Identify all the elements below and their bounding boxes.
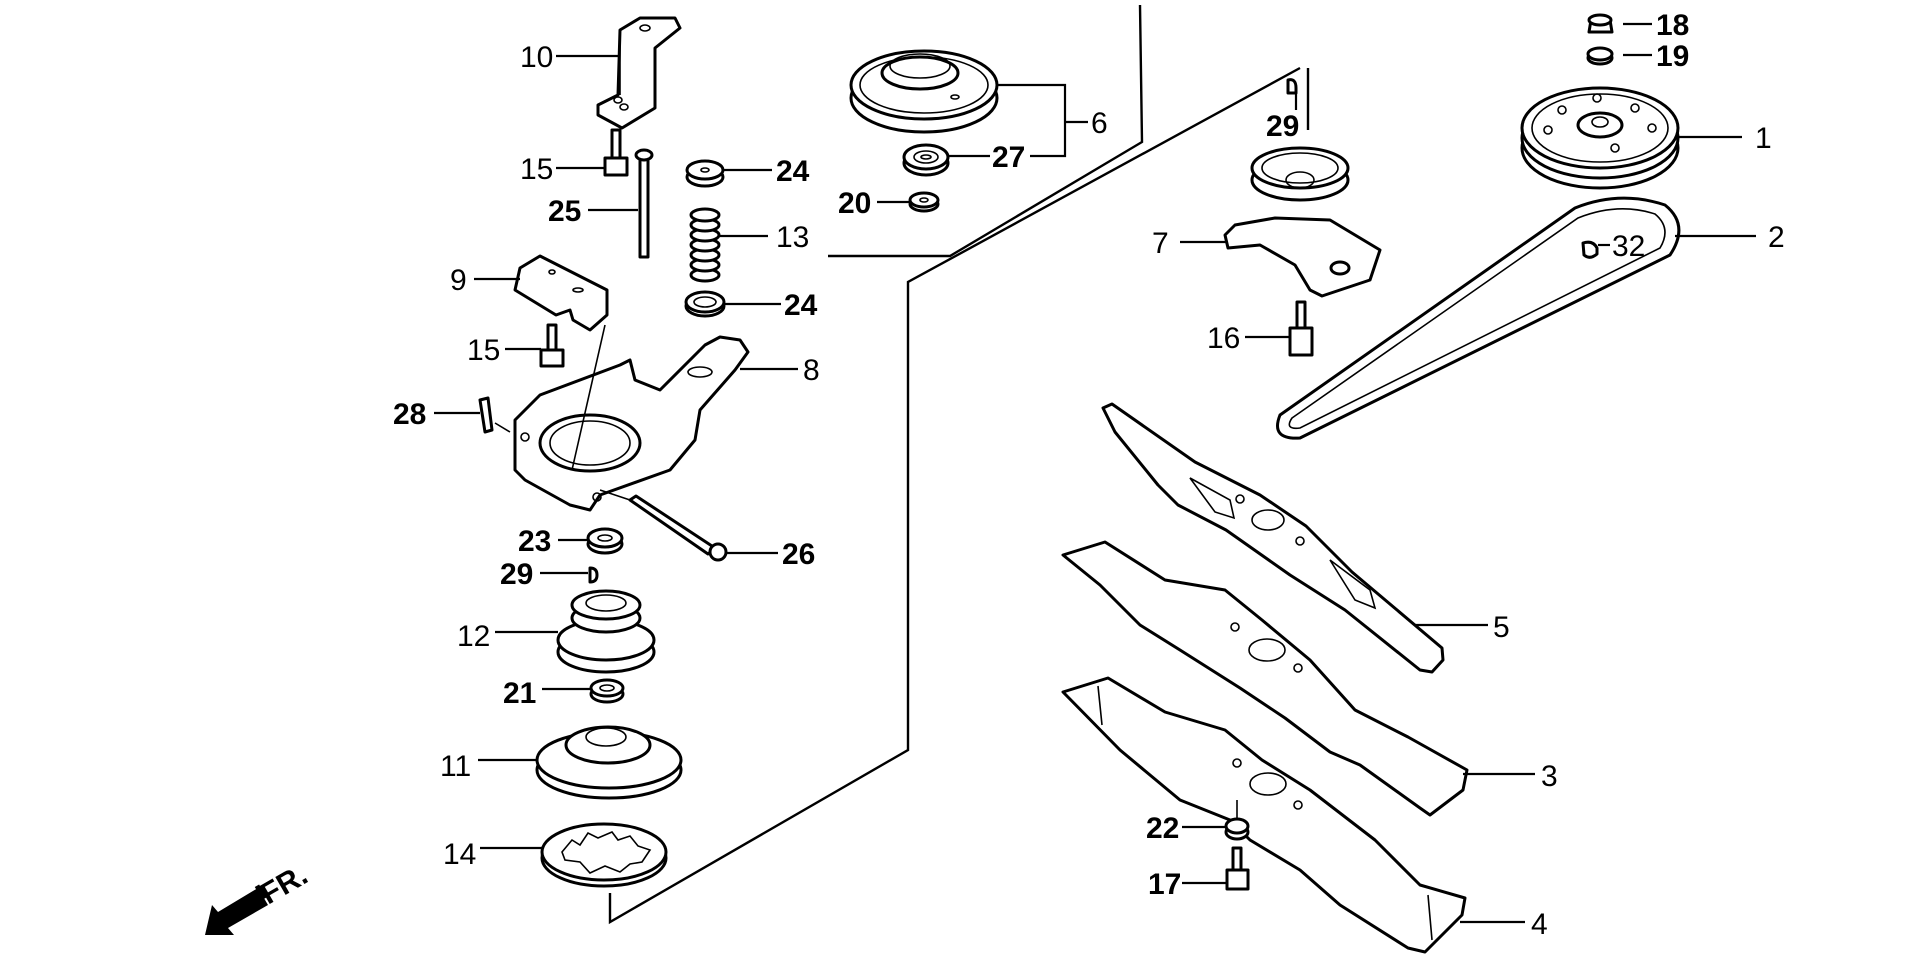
bolt-part-17 bbox=[1225, 846, 1250, 891]
callout-28: 28 bbox=[393, 398, 426, 431]
pulley-assembly-part-6 bbox=[849, 49, 999, 134]
key-part-29-lower bbox=[588, 566, 599, 584]
callout-22: 22 bbox=[1146, 812, 1179, 845]
bolt-part-15-upper bbox=[603, 128, 629, 177]
key-part-29-upper bbox=[1286, 78, 1298, 95]
arm-part-8 bbox=[513, 324, 750, 512]
key-part-32 bbox=[1581, 240, 1599, 259]
callout-14: 14 bbox=[443, 838, 476, 871]
callout-17: 17 bbox=[1148, 868, 1181, 901]
bolt-part-16 bbox=[1288, 300, 1314, 357]
callout-24-lower: 24 bbox=[784, 289, 818, 322]
callout-4: 4 bbox=[1531, 908, 1548, 941]
pulley-part-12 bbox=[556, 589, 656, 674]
callout-21: 21 bbox=[503, 677, 536, 710]
callout-29-upper: 29 bbox=[1266, 110, 1299, 143]
bearing-part-27 bbox=[902, 143, 950, 177]
blade-holder-part-7 bbox=[1223, 146, 1382, 298]
spring-cap-part-24 bbox=[685, 159, 725, 188]
callout-3: 3 bbox=[1541, 760, 1558, 793]
callout-24-upper: 24 bbox=[776, 155, 810, 188]
front-arrow-icon bbox=[205, 884, 268, 935]
bracket-part-10 bbox=[596, 16, 682, 130]
nut-part-18 bbox=[1587, 13, 1614, 34]
washer-part-20 bbox=[908, 191, 940, 213]
washer-part-23 bbox=[586, 527, 624, 555]
lock-washer-part-14 bbox=[540, 822, 668, 888]
callout-7: 7 bbox=[1152, 227, 1169, 260]
stay-part-9 bbox=[513, 254, 609, 332]
blade-part-3 bbox=[1061, 540, 1469, 817]
callout-25: 25 bbox=[548, 195, 581, 228]
rod-part-25 bbox=[634, 148, 654, 259]
pivot-pin-part-26 bbox=[599, 489, 728, 562]
callout-16: 16 bbox=[1207, 322, 1240, 355]
callout-11: 11 bbox=[440, 750, 471, 783]
callout-26: 26 bbox=[782, 538, 815, 571]
leader-lines bbox=[434, 22, 1756, 924]
callout-labels: 18 19 1 2 32 10 15 25 24 13 24 6 27 20 2… bbox=[393, 9, 1785, 941]
callout-6: 6 bbox=[1091, 107, 1108, 140]
spring-seat-part-24 bbox=[684, 290, 726, 318]
callout-12: 12 bbox=[457, 620, 490, 653]
spring-part-13 bbox=[689, 207, 721, 283]
callout-23: 23 bbox=[518, 525, 551, 558]
callout-9: 9 bbox=[450, 264, 467, 297]
callout-1: 1 bbox=[1755, 122, 1772, 155]
blade-part-4 bbox=[1061, 676, 1467, 954]
callout-15-lower: 15 bbox=[467, 334, 500, 367]
pulley-part-1 bbox=[1520, 86, 1680, 190]
callout-15-upper: 15 bbox=[520, 153, 553, 186]
blade-part-5 bbox=[1101, 402, 1445, 674]
callout-32: 32 bbox=[1612, 230, 1645, 263]
vbelt-part-2 bbox=[1276, 196, 1681, 440]
callout-27: 27 bbox=[992, 141, 1025, 174]
callout-20: 20 bbox=[838, 187, 871, 220]
callout-2: 2 bbox=[1768, 221, 1785, 254]
washer-part-19 bbox=[1586, 46, 1614, 66]
callout-8: 8 bbox=[803, 354, 820, 387]
collar-part-21 bbox=[589, 678, 625, 704]
callout-13: 13 bbox=[776, 221, 809, 254]
bolt-part-15-lower bbox=[539, 323, 565, 368]
section-frame bbox=[608, 4, 1310, 925]
callout-5: 5 bbox=[1493, 611, 1510, 644]
disc-part-11 bbox=[535, 725, 683, 800]
callout-10: 10 bbox=[520, 41, 553, 74]
callout-29-lower: 29 bbox=[500, 558, 533, 591]
callout-19: 19 bbox=[1656, 40, 1689, 73]
cotter-pin-part-28 bbox=[478, 396, 511, 434]
callout-18: 18 bbox=[1656, 9, 1689, 42]
